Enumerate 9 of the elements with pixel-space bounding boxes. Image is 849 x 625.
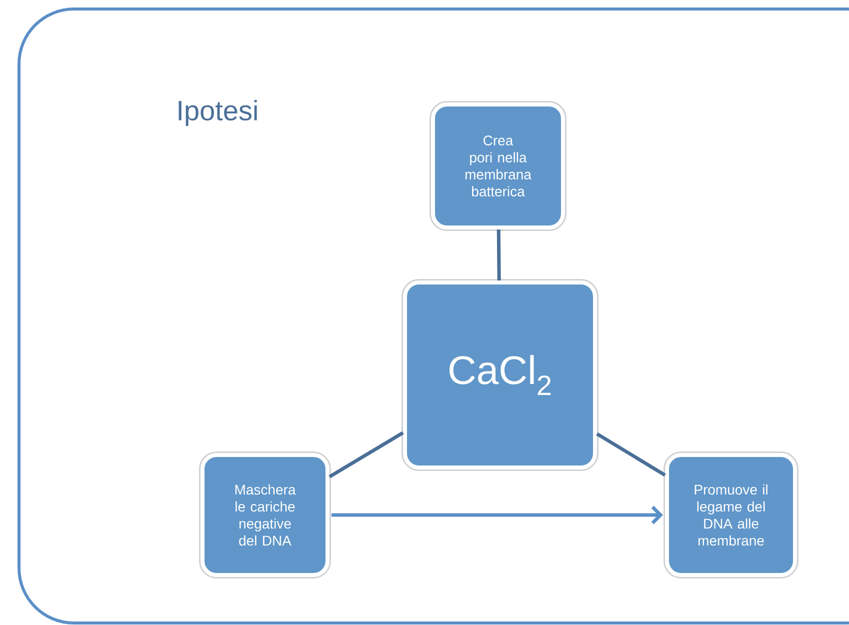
arrow xyxy=(332,506,663,524)
connector-line xyxy=(596,432,666,477)
process-box: Maschera le cariche negative del DNA xyxy=(199,452,331,578)
process-box: Crea pori nella membrana batterica xyxy=(430,101,566,231)
process-box: Promuove il legame del DNA alle membrane xyxy=(664,452,798,578)
title: Ipotesi xyxy=(178,100,257,126)
connector-line xyxy=(328,431,404,478)
connector-line xyxy=(496,230,501,281)
center-box: CaCl$_{2}$ xyxy=(402,279,598,471)
